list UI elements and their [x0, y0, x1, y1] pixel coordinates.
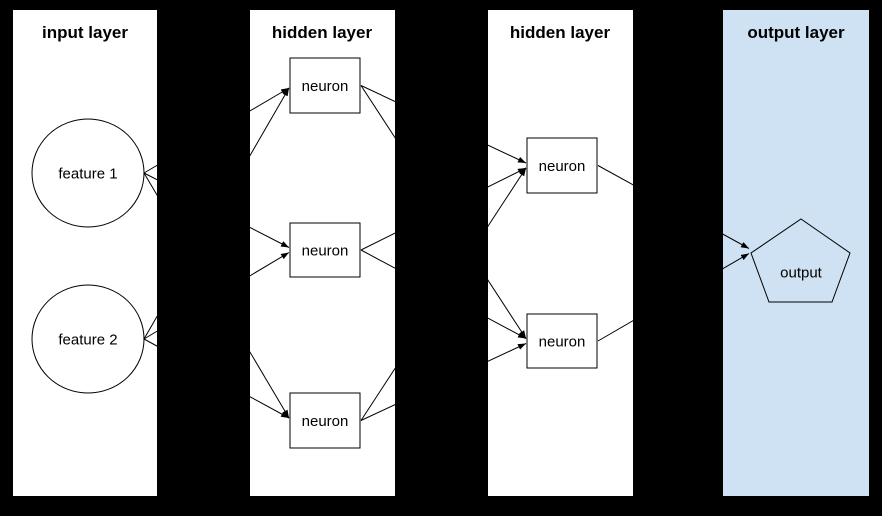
edges-group: [143, 85, 750, 421]
nodes-group: feature 1 feature 2 neuron neuron neuron neur…: [31, 57, 851, 449]
hidden-layer-2-panel: [488, 10, 633, 496]
edge-h1-neuron-1-to-h2-neuron-1: [360, 85, 527, 164]
edge-feature-1-to-h1-neuron-1: [143, 87, 290, 174]
node-label-h1-neuron-2: neuron: [302, 242, 349, 259]
node-label-h2-neuron-2: neuron: [539, 333, 586, 350]
edge-feature-2-to-h1-neuron-3: [143, 338, 290, 419]
output-layer-title: output layer: [747, 23, 845, 42]
edge-feature-1-to-h1-neuron-2: [143, 172, 290, 248]
edge-h1-neuron-3-to-h2-neuron-2: [360, 343, 527, 421]
node-label-feature-1: feature 1: [58, 165, 117, 182]
input-layer-title: input layer: [42, 23, 128, 42]
node-label-h2-neuron-1: neuron: [539, 158, 586, 175]
edge-h1-neuron-2-to-h2-neuron-2: [360, 249, 527, 339]
edge-feature-2-to-h1-neuron-2: [143, 252, 290, 340]
node-h1-neuron-1: [289, 57, 361, 114]
node-feature-2: [31, 284, 145, 394]
node-h1-neuron-3: [289, 392, 361, 449]
node-label-h1-neuron-1: neuron: [302, 78, 349, 95]
node-label-output: output: [780, 264, 823, 281]
hidden-layer-2-title: hidden layer: [510, 23, 611, 42]
edge-h2-neuron-2-to-output: [597, 253, 750, 342]
node-h1-neuron-2: [289, 222, 361, 278]
node-feature-1: [31, 118, 145, 228]
edge-h1-neuron-2-to-h2-neuron-1: [360, 167, 527, 251]
edge-h1-neuron-1-to-h2-neuron-2: [360, 85, 527, 339]
node-output: [750, 218, 851, 303]
node-h2-neuron-1: [526, 137, 598, 194]
node-label-h1-neuron-3: neuron: [302, 413, 349, 430]
node-label-feature-2: feature 2: [58, 331, 117, 348]
node-h2-neuron-2: [526, 313, 598, 369]
edge-h2-neuron-1-to-output: [597, 165, 750, 249]
input-layer-panel: [13, 10, 157, 496]
edge-feature-2-to-h1-neuron-1: [143, 87, 290, 340]
hidden-layer-1-title: hidden layer: [272, 23, 373, 42]
